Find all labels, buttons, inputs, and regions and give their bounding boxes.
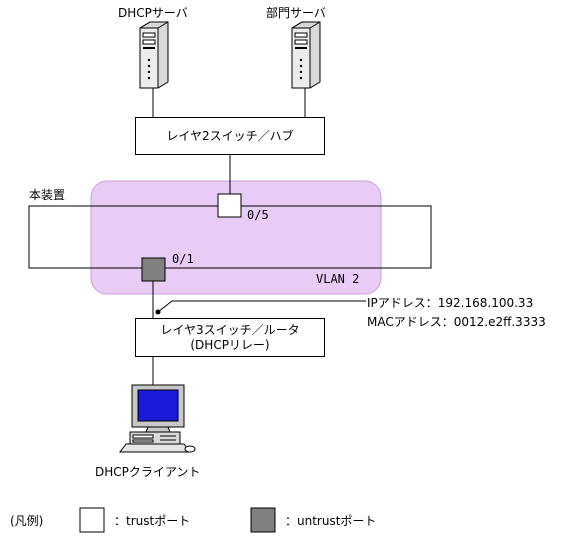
legend-trust-label: ：trustポート [114, 514, 191, 528]
l2-switch-label: レイヤ2スイッチ／ハブ [166, 128, 294, 143]
l3-router-sublabel: (DHCPリレー) [190, 337, 270, 352]
l3-router-box: レイヤ3スイッチ／ルータ (DHCPリレー) [135, 318, 325, 357]
l2-switch-box: レイヤ2スイッチ／ハブ [135, 117, 325, 155]
port-0-5-label: 0/5 [247, 208, 269, 222]
untrust-port-0-1 [141, 257, 166, 282]
dhcp-server-label: DHCPサーバ [118, 6, 188, 20]
legend-trust-square [79, 507, 105, 533]
legend-untrust-label: ：untrustポート [285, 514, 377, 528]
ip-address-label: IPアドレス：192.168.100.33 [367, 296, 534, 310]
ip-callout-line [157, 300, 366, 313]
legend-untrust-square [250, 507, 276, 533]
dept-server-icon [291, 21, 321, 89]
dhcp-client-pc-icon [119, 384, 196, 453]
trust-port-0-5 [217, 193, 242, 218]
device-label: 本装置 [29, 188, 66, 202]
mac-address-label: MACアドレス：0012.e2ff.3333 [367, 315, 546, 329]
dhcp-server-icon [139, 21, 169, 89]
vlan-label: VLAN 2 [316, 272, 360, 286]
dhcp-client-label: DHCPクライアント [95, 465, 201, 479]
l3-router-label: レイヤ3スイッチ／ルータ [160, 322, 300, 337]
port-0-1-label: 0/1 [172, 252, 194, 266]
legend-title: (凡例) [10, 514, 44, 528]
dept-server-label: 部門サーバ [266, 6, 326, 20]
